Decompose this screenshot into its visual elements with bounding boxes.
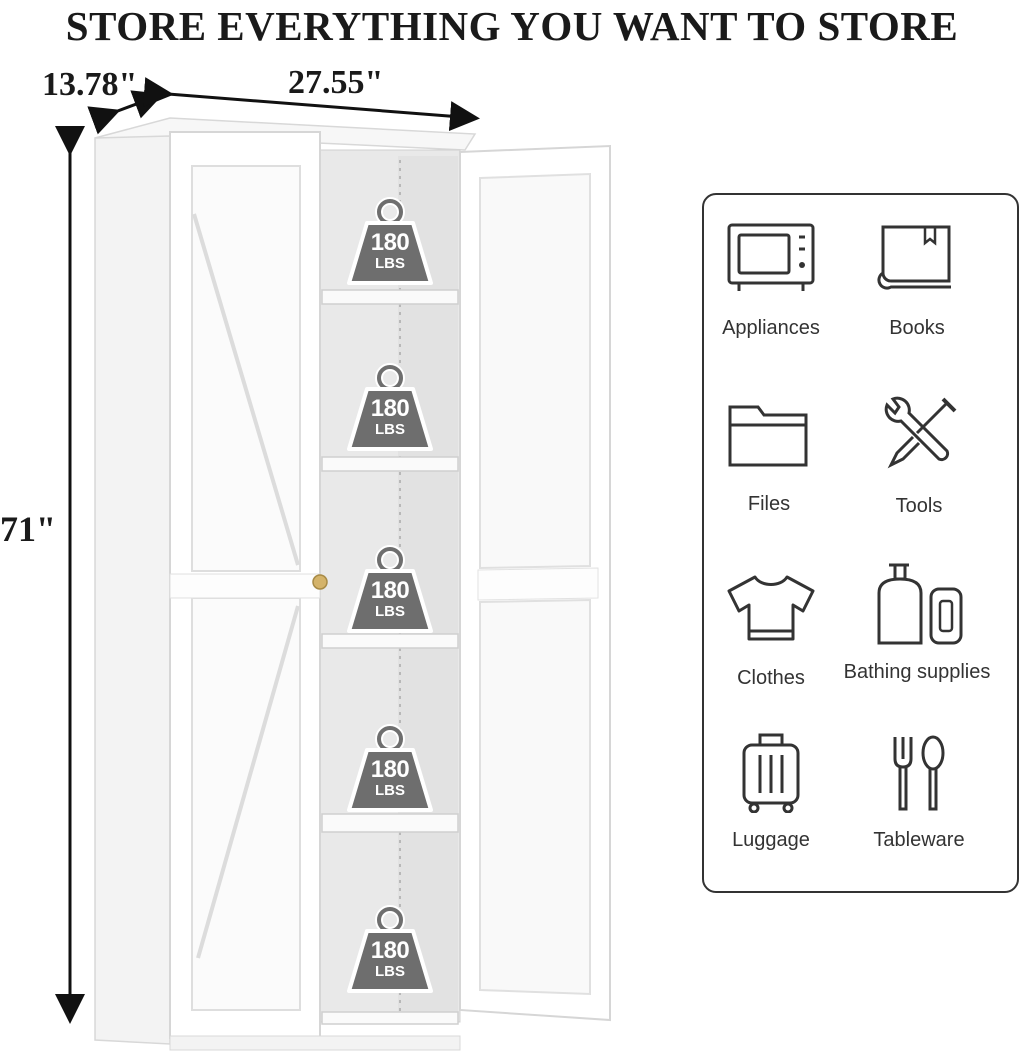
width-arrow [142, 77, 480, 132]
book-icon [877, 225, 951, 290]
category-bathing-supplies: Bathing supplies [842, 559, 992, 684]
category-label: Tools [895, 495, 943, 517]
category-label: Bathing supplies [843, 661, 991, 683]
weight-unit: LBS [375, 963, 405, 980]
category-books: Books [842, 221, 992, 340]
category-label: Files [747, 493, 791, 515]
category-label: Luggage [732, 829, 810, 851]
tshirt-icon [727, 575, 815, 641]
storage-categories-panel: Appliances Books Files Tools Clothes [702, 193, 1019, 893]
weight-icon [347, 363, 433, 451]
weight-icon [347, 545, 433, 633]
suitcase-icon [742, 733, 800, 813]
category-files: Files [694, 399, 844, 516]
weight-value: 180 [370, 229, 410, 256]
category-label: Tableware [873, 829, 965, 851]
weight-unit: LBS [375, 782, 405, 799]
weight-value: 180 [370, 937, 410, 964]
headline: STORE EVERYTHING YOU WANT TO STORE [65, 3, 959, 49]
category-label: Books [889, 317, 945, 339]
microwave-icon [727, 223, 815, 291]
weight-icon [347, 197, 433, 285]
wrench-screwdriver-icon [884, 396, 957, 469]
door-knob [312, 574, 328, 590]
category-tools: Tools [844, 395, 994, 518]
weight-icon [347, 724, 433, 812]
category-label: Clothes [737, 667, 805, 689]
category-luggage: Luggage [696, 731, 846, 852]
weight-unit: LBS [375, 421, 405, 438]
weight-unit: LBS [375, 603, 405, 620]
weight-value: 180 [370, 577, 410, 604]
category-label: Appliances [722, 317, 820, 339]
category-clothes: Clothes [696, 573, 846, 690]
fork-spoon-icon [893, 735, 945, 811]
weight-value: 180 [370, 395, 410, 422]
category-appliances: Appliances [696, 221, 846, 340]
weight-value: 180 [370, 756, 410, 783]
weight-icon [347, 905, 433, 993]
weight-unit: LBS [375, 255, 405, 272]
soap-bottle-icon [877, 563, 963, 645]
height-dimension-label: 71" [0, 509, 56, 549]
category-tableware: Tableware [844, 733, 994, 852]
folder-icon [728, 405, 808, 467]
